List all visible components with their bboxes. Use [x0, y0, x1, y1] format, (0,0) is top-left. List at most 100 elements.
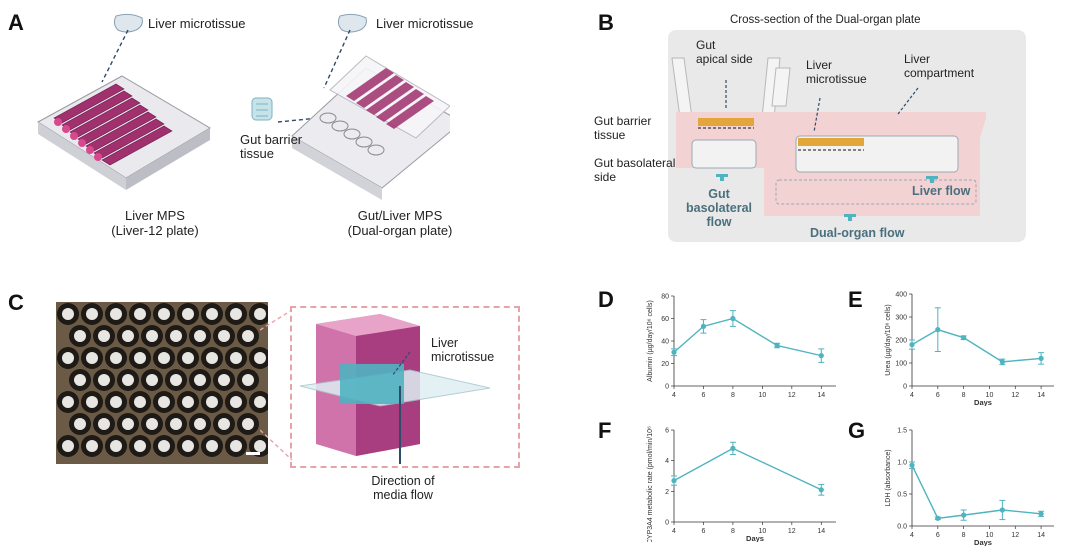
- well-inner: [98, 374, 110, 386]
- well-inner: [86, 352, 98, 364]
- well-inner: [194, 418, 206, 430]
- y-tick-label: 20: [661, 361, 669, 368]
- well-inner: [86, 440, 98, 452]
- well-inner: [254, 352, 266, 364]
- zoom-inset-frame: [290, 306, 520, 468]
- well-inner: [230, 352, 242, 364]
- well-inner: [98, 330, 110, 342]
- well-inner: [242, 418, 254, 430]
- panel-letter-d: D: [598, 287, 614, 312]
- well-inner: [134, 396, 146, 408]
- well-inner: [254, 396, 266, 408]
- y-tick-label: 400: [895, 292, 907, 299]
- label-gut-barrier-tissue-a: Gut barrier tissue: [240, 132, 303, 161]
- well-inner: [206, 308, 218, 320]
- panel-letter-c: C: [8, 290, 24, 315]
- well-inner: [194, 330, 206, 342]
- well-inner: [206, 352, 218, 364]
- well-inner: [62, 352, 74, 364]
- label-gut-apical-side: Gut apical side: [696, 38, 753, 66]
- y-tick-label: 1.5: [897, 428, 907, 435]
- well-inner: [158, 440, 170, 452]
- caption-liver-mps: Liver MPS (Liver-12 plate): [111, 208, 199, 238]
- dual-organ-cross-section: [668, 30, 1026, 242]
- panel-b-title: Cross-section of the Dual-organ plate: [730, 14, 921, 26]
- x-tick-label: 4: [672, 392, 676, 399]
- label-gut-basolateral-flow: Gut basolateral flow: [685, 187, 752, 229]
- x-tick-label: 14: [817, 392, 825, 399]
- well-inner: [98, 418, 110, 430]
- y-tick-label: 1.0: [897, 460, 907, 467]
- well-inner: [146, 330, 158, 342]
- well-inner: [134, 308, 146, 320]
- caption-gut-liver-mps: Gut/Liver MPS (Dual-organ plate): [347, 208, 453, 238]
- liver-12-plate: [37, 75, 211, 190]
- y-tick-label: 40: [661, 339, 669, 346]
- y-tick-label: 300: [895, 315, 907, 322]
- data-point: [961, 512, 967, 518]
- x-tick-label: 6: [702, 392, 706, 399]
- x-axis-label: Days: [746, 534, 764, 542]
- x-tick-label: 14: [1037, 532, 1045, 539]
- label-direction-media-flow: Direction of media flow: [371, 474, 435, 502]
- x-tick-label: 12: [1011, 532, 1019, 539]
- gut-icon: [251, 97, 273, 121]
- dual-organ-plate: [291, 55, 450, 200]
- well-inner: [110, 396, 122, 408]
- x-tick-label: 14: [1037, 392, 1045, 399]
- y-tick-label: 200: [895, 338, 907, 345]
- data-point: [774, 342, 780, 349]
- x-tick-label: 10: [758, 528, 766, 535]
- data-point: [1038, 511, 1044, 517]
- data-point: [999, 359, 1005, 365]
- x-tick-label: 4: [672, 528, 676, 535]
- microtissue-3d-illustration: [299, 314, 491, 464]
- panel-letter-a: A: [8, 10, 24, 35]
- y-tick-label: 0.5: [897, 492, 907, 499]
- well-inner: [194, 374, 206, 386]
- y-tick-label: 0.0: [897, 524, 907, 531]
- zoom-connector: [260, 309, 293, 461]
- data-point: [961, 335, 967, 341]
- y-tick-label: 6: [665, 428, 669, 435]
- label-gut-basolateral-side: Gut basolateral side: [594, 156, 676, 184]
- well-inner: [122, 418, 134, 430]
- panel-letter-f: F: [598, 418, 612, 443]
- well-inner: [206, 396, 218, 408]
- well-inner: [170, 330, 182, 342]
- well-inner: [74, 418, 86, 430]
- well-inner: [62, 308, 74, 320]
- well-inner: [230, 396, 242, 408]
- well-inner: [182, 352, 194, 364]
- well-inner: [110, 352, 122, 364]
- y-tick-label: 2: [665, 489, 669, 496]
- liver-icon: [113, 13, 143, 33]
- data-point: [671, 349, 677, 355]
- x-tick-label: 12: [788, 392, 796, 399]
- data-point: [935, 327, 941, 333]
- well-inner: [110, 308, 122, 320]
- series-line: [673, 447, 822, 491]
- data-point: [1038, 355, 1044, 361]
- well-inner: [218, 330, 230, 342]
- well-inner: [182, 308, 194, 320]
- well-inner: [110, 440, 122, 452]
- well-inner: [206, 440, 218, 452]
- series-line: [911, 328, 1042, 363]
- x-tick-label: 10: [758, 392, 766, 399]
- x-tick-label: 4: [910, 532, 914, 539]
- data-point: [935, 515, 941, 521]
- x-axis-label: Days: [974, 398, 992, 406]
- y-axis-label: Urea (µg/day/10⁶ cells): [885, 304, 892, 376]
- data-point: [730, 445, 736, 451]
- well-inner: [242, 330, 254, 342]
- label-dual-organ-flow: Dual-organ flow: [810, 226, 905, 240]
- series-line: [911, 464, 1042, 520]
- well-inner: [242, 374, 254, 386]
- x-tick-label: 8: [962, 392, 966, 399]
- label-liver-microtissue-a2: Liver microtissue: [376, 16, 474, 31]
- x-axis-label: Days: [974, 538, 992, 546]
- x-tick-label: 8: [731, 392, 735, 399]
